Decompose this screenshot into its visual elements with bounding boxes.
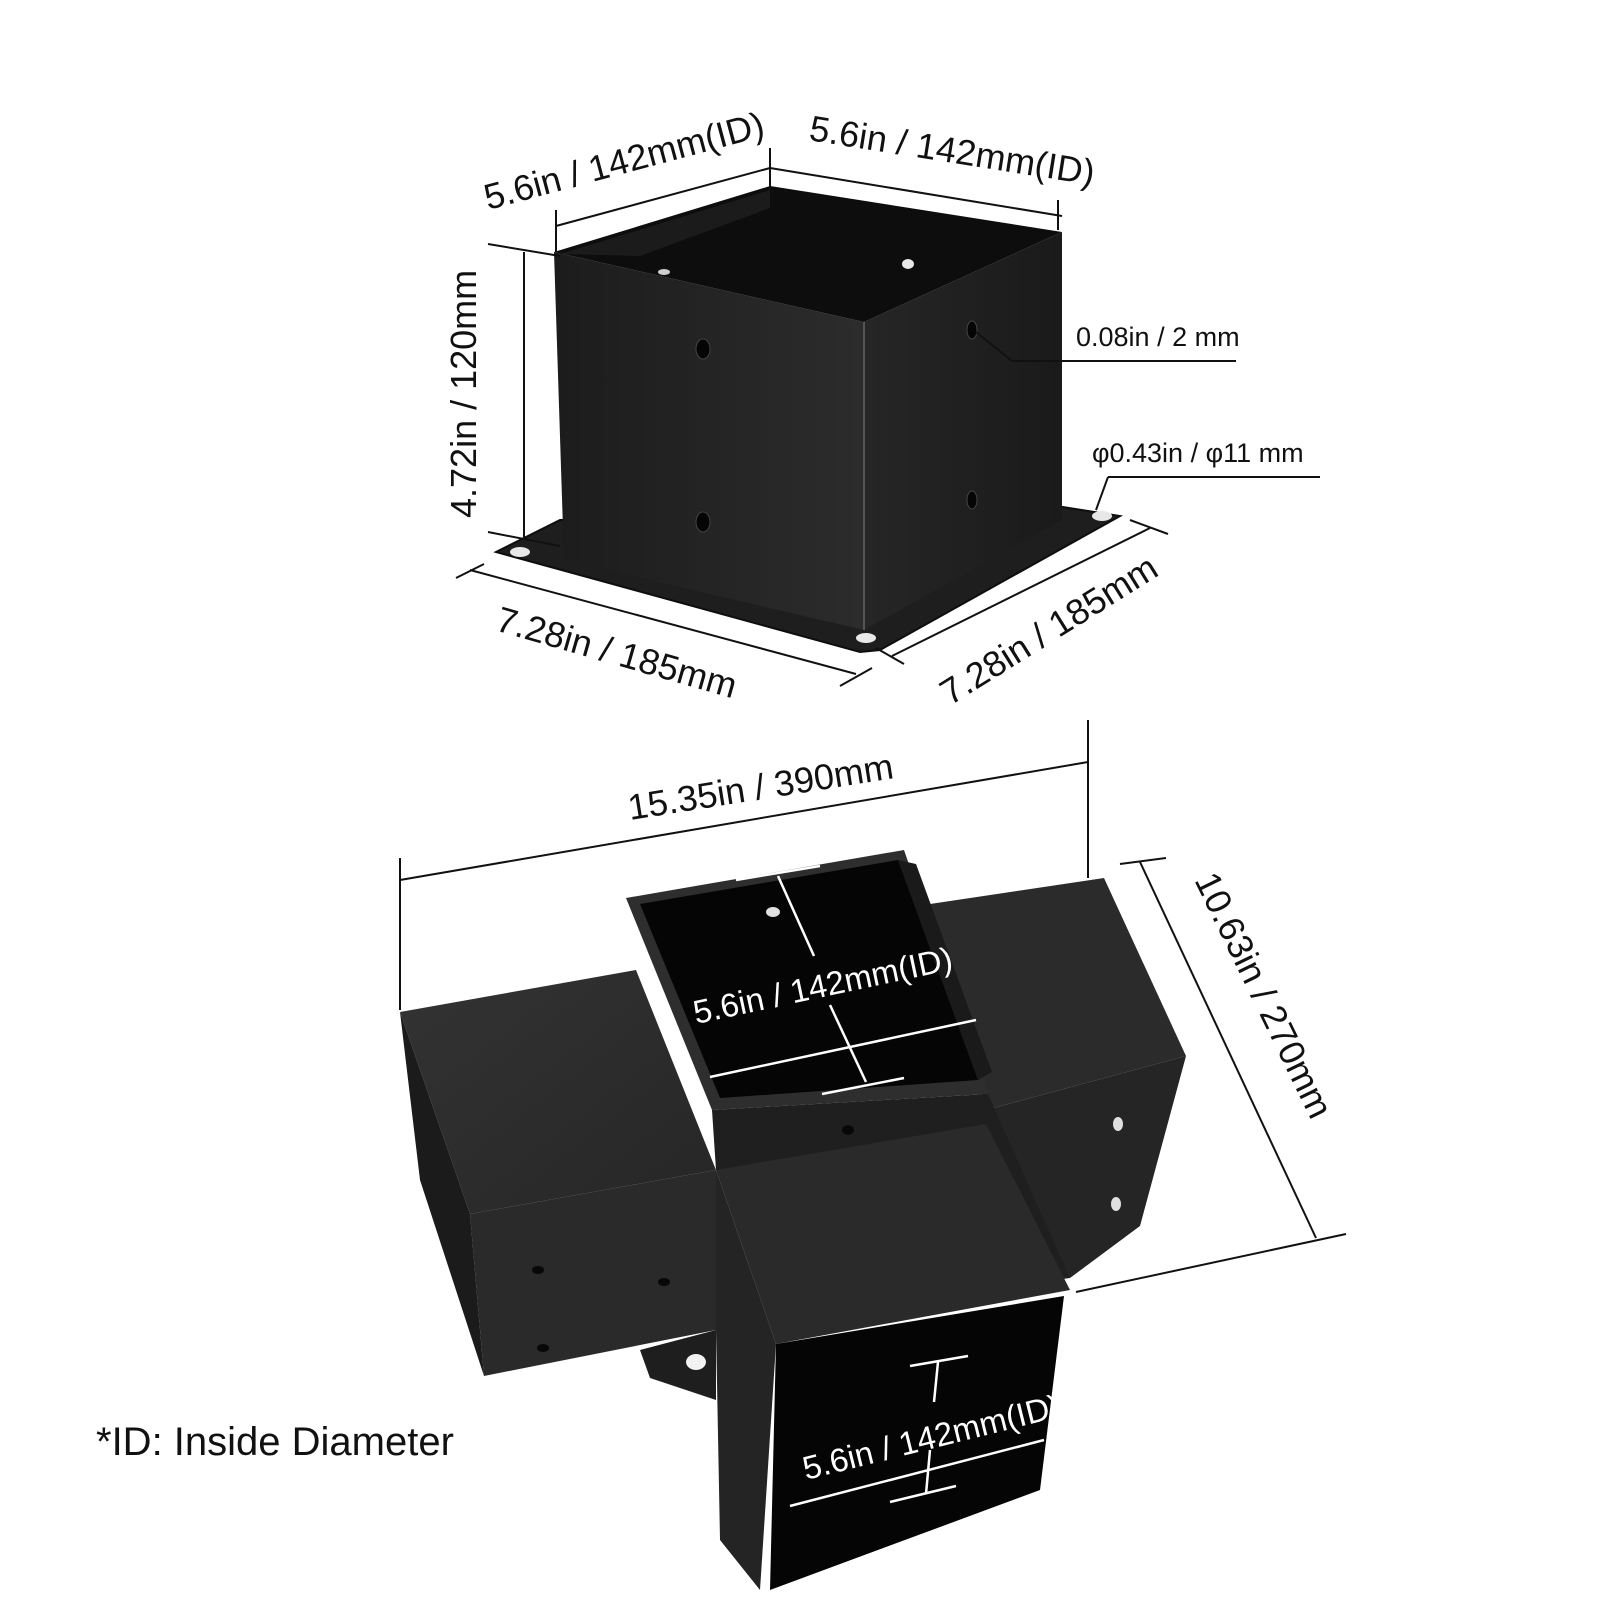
bolt-hole	[966, 320, 978, 340]
bolt-hole	[695, 338, 711, 360]
bolt-hole	[658, 269, 670, 275]
bolt-hole	[766, 907, 780, 917]
box-inner-back	[560, 190, 770, 256]
bolt-hole	[902, 259, 914, 269]
dim-label-base-left: 7.28in / 185mm	[492, 598, 742, 706]
dim-label-height: 4.72in / 120mm	[443, 270, 484, 518]
footnote-id-definition: *ID: Inside Diameter	[96, 1420, 454, 1464]
dim-label-width-right: 5.6in / 142mm(ID)	[807, 107, 1098, 193]
left-arm-side	[400, 1012, 484, 1376]
right-arm-top	[930, 878, 1186, 1110]
bolt-hole	[537, 1344, 549, 1352]
top-bracket: 5.6in / 142mm(ID) 5.6in / 142mm(ID) 4.72…	[443, 104, 1320, 713]
front-socket-side	[716, 1170, 776, 1590]
plate-hole	[686, 1354, 706, 1370]
plate-hole	[510, 547, 530, 557]
box-right-face	[864, 232, 1062, 630]
bolt-hole	[695, 511, 711, 533]
top-socket-inner-wall	[898, 860, 992, 1080]
dim-label-thickness: 0.08in / 2 mm	[1076, 322, 1240, 352]
bolt-hole	[1113, 1117, 1123, 1131]
left-arm-front	[470, 1170, 716, 1376]
bolt-hole	[966, 490, 978, 510]
front-socket-top	[716, 1124, 1070, 1344]
plate-hole	[1092, 511, 1112, 521]
cross-bracket: 5.6in / 142mm(ID) 5.6in / 142mm(ID) 15.3…	[399, 720, 1347, 1590]
plate-hole	[856, 633, 876, 643]
bolt-hole	[842, 1125, 854, 1135]
bolt-hole	[532, 1266, 544, 1274]
cross-base-plate	[640, 1330, 716, 1400]
dim-label-hole-diameter: φ0.43in / φ11 mm	[1092, 438, 1304, 468]
bolt-hole	[658, 1278, 670, 1286]
front-socket-opening	[770, 1296, 1064, 1590]
left-arm-top	[400, 970, 716, 1214]
dim-label-overall-depth: 10.63in / 270mm	[1187, 866, 1341, 1125]
bolt-hole	[1111, 1197, 1121, 1211]
box-left-face	[554, 252, 864, 630]
dim-label-overall-width: 15.35in / 390mm	[625, 745, 896, 827]
